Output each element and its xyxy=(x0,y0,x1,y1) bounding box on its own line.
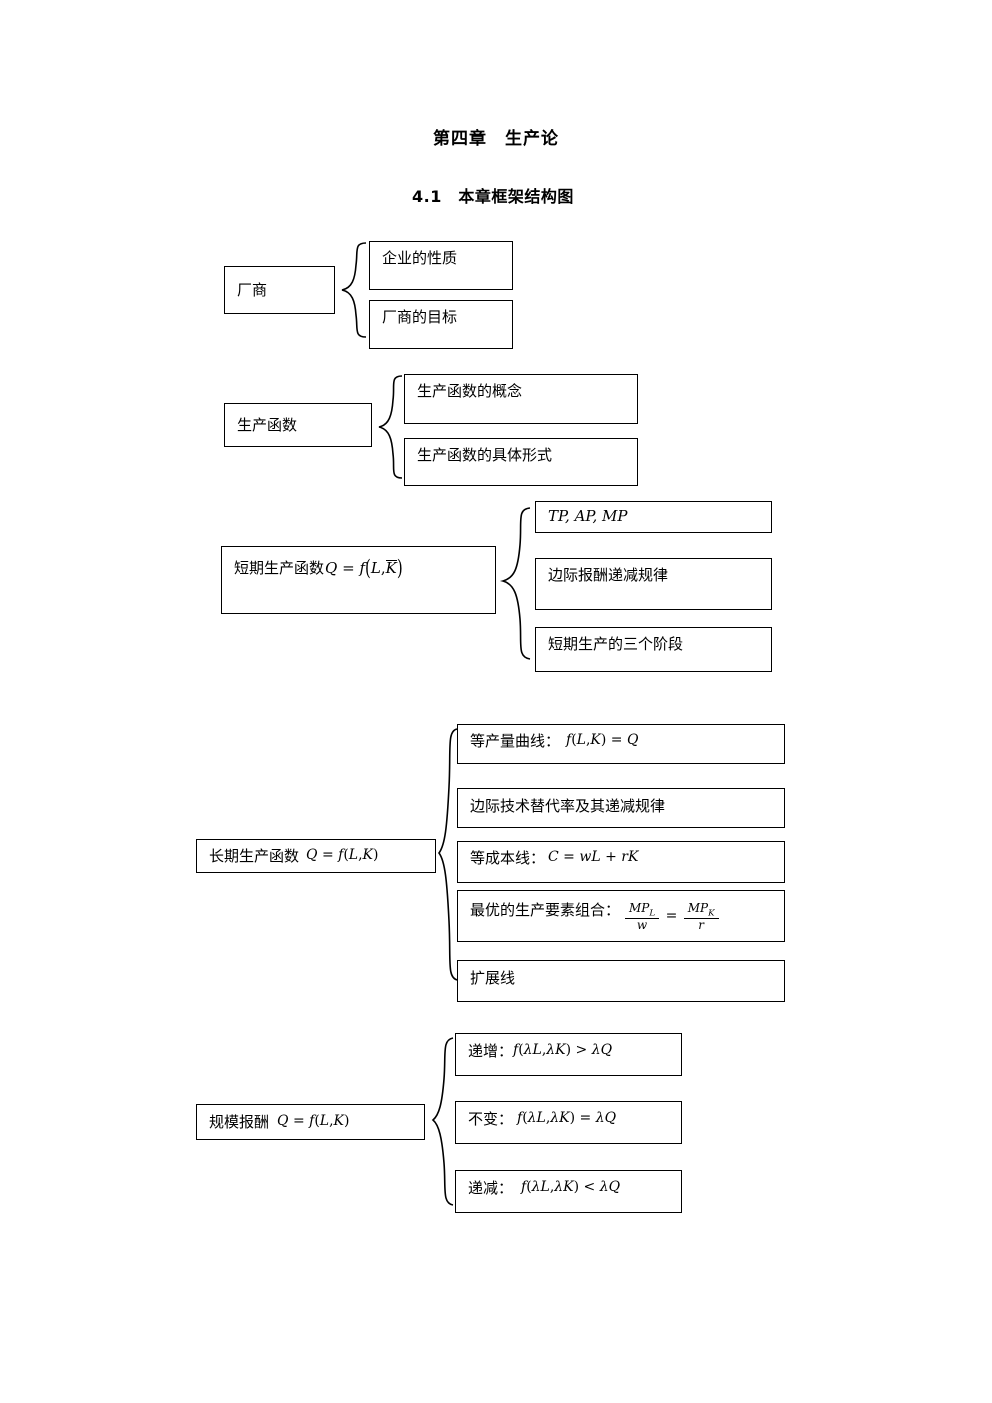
node-formula: f(λL,λK) = λQ xyxy=(517,1110,617,1126)
node-formula: Q = f(L,K) xyxy=(277,1113,350,1130)
node-label: 短期生产的三个阶段 xyxy=(548,635,684,653)
node-longrun-child-2: 等成本线： C = wL + rK xyxy=(457,841,785,883)
node-label-prefix: 长期生产函数 xyxy=(209,846,300,865)
node-label: 边际报酬递减规律 xyxy=(548,566,669,584)
node-shortrun-child-1: 边际报酬递减规律 xyxy=(535,558,772,610)
section-heading: 4.1 本章框架结构图 xyxy=(412,187,574,206)
node-longrun-parent: 长期生产函数 Q = f(L,K) xyxy=(196,839,436,873)
node-label: 生产函数 xyxy=(237,415,298,434)
node-prodfunc-child-0: 生产函数的概念 xyxy=(404,374,638,424)
node-firm-child-0: 企业的性质 xyxy=(369,241,513,290)
brace-firm xyxy=(336,241,370,339)
node-label: TP, AP, MP xyxy=(548,507,628,525)
node-shortrun-child-2: 短期生产的三个阶段 xyxy=(535,627,772,672)
node-formula: Q = f(L,K) xyxy=(325,554,403,581)
node-label: 递增： xyxy=(468,1042,514,1060)
node-firm-child-1: 厂商的目标 xyxy=(369,300,513,349)
node-shortrun-child-0: TP, AP, MP xyxy=(535,501,772,533)
node-firm-parent: 厂商 xyxy=(224,266,335,314)
node-longrun-child-0: 等产量曲线： f(L,K) = Q xyxy=(457,724,785,764)
node-label: 不变： xyxy=(468,1110,514,1128)
node-label: 生产函数的具体形式 xyxy=(417,446,553,464)
brace-prodfunc xyxy=(374,374,406,480)
node-label: 扩展线 xyxy=(470,969,516,987)
node-label: 企业的性质 xyxy=(382,249,458,267)
node-label: 递减： xyxy=(468,1179,514,1197)
node-prodfunc-child-1: 生产函数的具体形式 xyxy=(404,438,638,486)
node-label: 等产量曲线： xyxy=(470,732,561,750)
node-returns-parent: 规模报酬 Q = f(L,K) xyxy=(196,1104,425,1140)
node-returns-child-2: 递减： f(λL,λK) < λQ xyxy=(455,1170,682,1213)
node-label: 边际技术替代率及其递减规律 xyxy=(470,797,666,815)
node-longrun-child-4: 扩展线 xyxy=(457,960,785,1002)
node-shortrun-parent: 短期生产函数 Q = f(L,K) xyxy=(221,546,496,614)
brace-returns xyxy=(430,1036,456,1208)
node-returns-child-0: 递增： f(λL,λK) > λQ xyxy=(455,1033,682,1076)
node-formula: f(λL,λK) < λQ xyxy=(521,1179,621,1195)
node-formula: f(λL,λK) > λQ xyxy=(513,1042,613,1058)
node-returns-child-1: 不变： f(λL,λK) = λQ xyxy=(455,1101,682,1144)
page-title: 第四章 生产论 xyxy=(433,129,559,149)
node-label: 厂商 xyxy=(237,280,268,299)
brace-shortrun xyxy=(498,505,534,665)
node-formula: Q = f(L,K) xyxy=(306,847,379,864)
node-longrun-child-1: 边际技术替代率及其递减规律 xyxy=(457,788,785,828)
node-formula: f(L,K) = Q xyxy=(566,732,639,748)
node-label: 最优的生产要素组合： xyxy=(470,901,621,919)
node-label: 厂商的目标 xyxy=(382,308,458,326)
node-label-prefix: 规模报酬 xyxy=(209,1112,270,1131)
node-formula: C = wL + rK xyxy=(548,849,639,865)
brace-longrun xyxy=(437,727,459,983)
node-label: 生产函数的概念 xyxy=(417,382,523,400)
node-label-prefix: 短期生产函数 xyxy=(234,559,325,577)
node-prodfunc-parent: 生产函数 xyxy=(224,403,372,447)
node-label: 等成本线： xyxy=(470,849,546,867)
